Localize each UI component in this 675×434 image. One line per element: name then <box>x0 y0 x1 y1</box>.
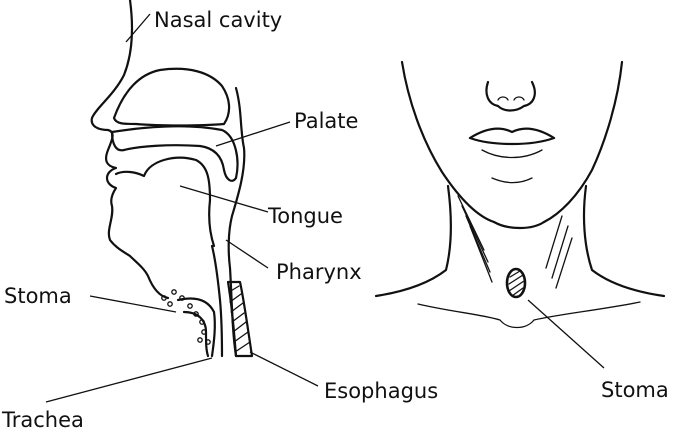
sagittal-head-profile <box>92 0 252 356</box>
nasal-cavity-shape <box>114 69 229 126</box>
mouth-line <box>470 138 554 144</box>
frontal-neck-view <box>376 62 664 328</box>
label-stoma-right: Stoma <box>601 378 669 402</box>
label-nasal-cavity: Nasal cavity <box>154 8 282 32</box>
label-palate: Palate <box>294 109 358 133</box>
label-trachea: Trachea <box>1 408 84 432</box>
nostril-left <box>498 97 508 100</box>
leader-stoma-left <box>90 296 176 312</box>
leader-tongue <box>180 186 268 212</box>
tongue-shape <box>116 158 214 246</box>
neck-right-outline <box>584 186 664 296</box>
lower-lip <box>482 150 542 158</box>
nostril-right <box>514 97 524 100</box>
neck-left-outline <box>376 186 451 296</box>
leader-trachea <box>46 358 212 402</box>
leader-pharynx <box>226 240 268 268</box>
label-tongue: Tongue <box>267 204 343 228</box>
leader-esophagus <box>250 352 318 386</box>
trachea-wall <box>178 299 215 357</box>
pharynx-back-wall <box>229 88 245 356</box>
chin-crease <box>492 178 532 183</box>
label-stoma-left: Stoma <box>4 284 72 308</box>
chin-outline <box>494 222 544 228</box>
clavicle-line <box>418 302 640 328</box>
label-esophagus: Esophagus <box>324 379 438 403</box>
leader-nasal-cavity <box>126 14 150 42</box>
nose-outline <box>486 82 534 111</box>
label-pharynx: Pharynx <box>276 260 362 284</box>
face-right-outline <box>544 62 622 222</box>
labels: Nasal cavity Palate Tongue Pharynx Stoma… <box>1 8 669 432</box>
upper-lip <box>470 129 554 138</box>
